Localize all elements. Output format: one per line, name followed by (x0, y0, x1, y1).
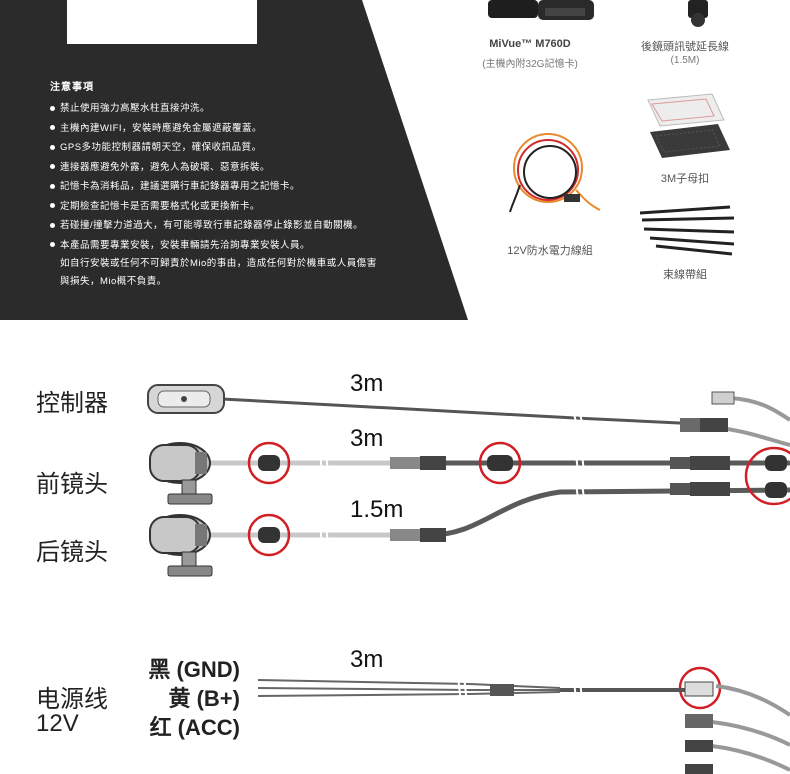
front-camera-label: 前镜头 (36, 471, 108, 498)
rear-camera-connectors (258, 482, 787, 543)
velcro-caption: 3M子母扣 (660, 173, 710, 185)
notice-disclaimer-1: 如自行安裝或任何不可歸責於Mio的事由，造成任何對於機車或人員傷害 (60, 258, 377, 269)
notice-item: 禁止使用強力高壓水柱直接沖洗。 (50, 99, 450, 119)
velcro-image (647, 93, 730, 158)
rear-camera-cable (210, 482, 790, 544)
front-camera-device (149, 442, 213, 505)
power-wires (257, 675, 790, 772)
controller-device (147, 384, 225, 414)
notice-disclaimer-2: 與損失，Mio概不負責。 (60, 276, 167, 287)
power-cable-label: 电源线 (36, 686, 108, 713)
rear-camera-label: 后镜头 (36, 539, 108, 566)
main-unit-image (488, 0, 594, 20)
controller-length: 3m (350, 370, 384, 397)
notice-item: 主機內建WIFI，安裝時應避免金屬遮蔽覆蓋。 (50, 119, 450, 139)
cable-ties-caption: 束線帶組 (663, 269, 707, 281)
power-cable-image (509, 133, 601, 213)
package-contents-section: 注意事項 禁止使用強力高壓水柱直接沖洗。 主機內建WIFI，安裝時應避免金屬遮蔽… (0, 0, 790, 322)
notice-item: 定期檢查記憶卡是否需要格式化或更換新卡。 (50, 197, 450, 217)
wire-yellow-label: 黄 (B+) (168, 686, 240, 711)
notice-title: 注意事項 (50, 82, 94, 93)
rear-camera-length: 1.5m (350, 496, 404, 523)
front-camera-length: 3m (350, 425, 384, 452)
power-cable-caption: 12V防水電力線組 (507, 245, 593, 257)
wire-red-label: 红 (ACC) (149, 715, 240, 740)
power-cable-length: 3m (350, 646, 384, 673)
dark-panel-bg (0, 0, 735, 320)
notice-item: 記憶卡為消耗品，建議選購行車記錄器專用之記憶卡。 (50, 177, 450, 197)
extension-cable-image (688, 0, 708, 27)
notice-list: 禁止使用強力高壓水柱直接沖洗。 主機內建WIFI，安裝時應避免金屬遮蔽覆蓋。 G… (50, 99, 450, 255)
wire-black-label: 黑 (GND) (148, 657, 240, 682)
main-unit-caption: MiVue™ M760D (489, 38, 571, 50)
rear-camera-device (149, 514, 213, 577)
power-connectors (684, 681, 714, 774)
main-unit-note: (主機內附32G記憶卡) (482, 59, 578, 70)
cable-ties-image (639, 205, 735, 256)
bullet-icon (50, 242, 55, 248)
bullet-icon (50, 183, 55, 189)
controller-label: 控制器 (36, 390, 108, 417)
notice-item: GPS多功能控制器請朝天空，確保收訊品質。 (50, 138, 450, 158)
bullet-icon (50, 144, 55, 150)
notice-block: 注意事項 禁止使用強力高壓水柱直接沖洗。 主機內建WIFI，安裝時應避免金屬遮蔽… (50, 78, 450, 291)
power-voltage-label: 12V (36, 710, 79, 737)
notice-item: 若碰撞/撞擊力道過大，有可能導致行車記錄器停止錄影並自動關機。 (50, 216, 450, 236)
bullet-icon (50, 203, 55, 209)
bullet-icon (50, 222, 55, 228)
notice-item: 本產品需要專業安裝，安裝車輛請先洽詢專業安裝人員。 (50, 236, 450, 256)
bullet-icon (50, 164, 55, 170)
bullet-icon (50, 105, 55, 111)
front-camera-connectors (258, 455, 787, 471)
bullet-icon (50, 125, 55, 131)
extension-cable-length: (1.5M) (670, 55, 700, 66)
controller-connector (680, 391, 735, 432)
extension-cable-caption: 後鏡頭訊號延長線 (641, 41, 729, 53)
notice-item: 連接器應避免外露，避免人為破壞、惡意拆裝。 (50, 158, 450, 178)
product-image-placeholder (67, 0, 257, 44)
